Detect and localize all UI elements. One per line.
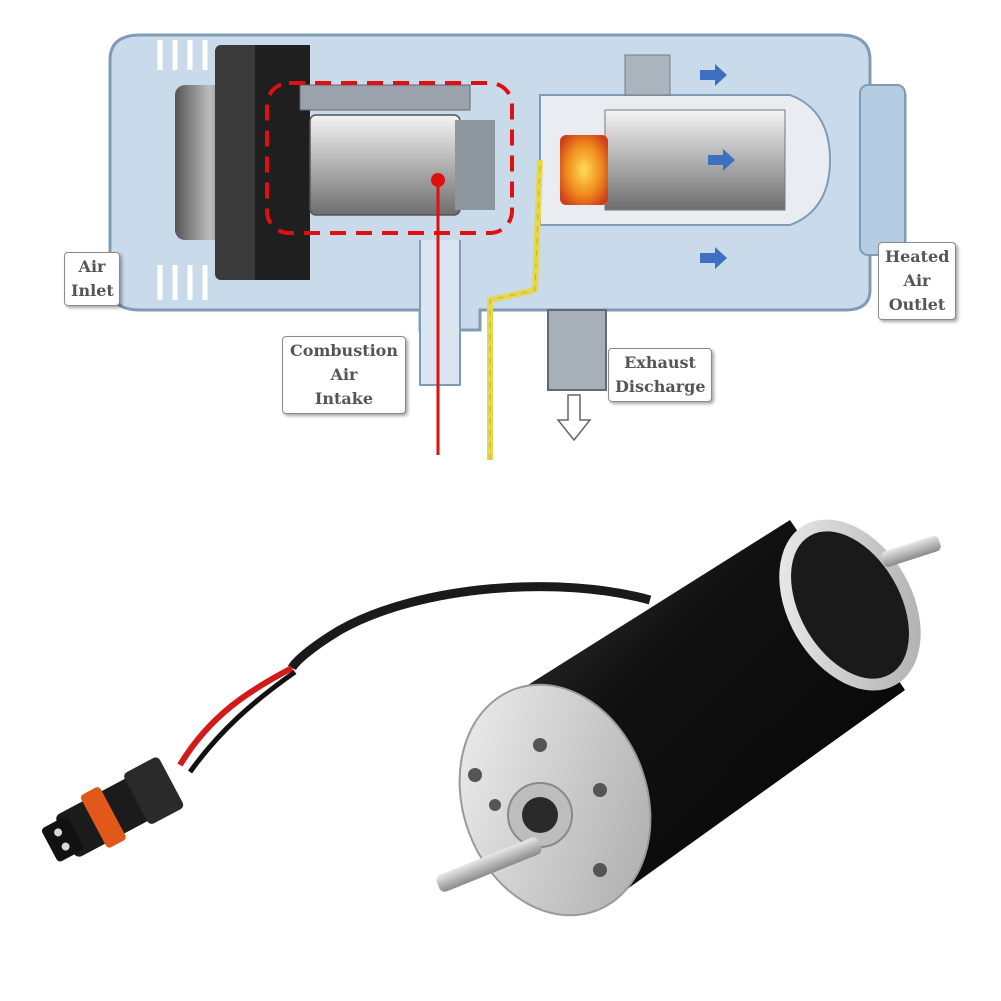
black-cable	[287, 582, 652, 671]
rear-shaft	[881, 535, 941, 567]
mount-hole	[489, 799, 501, 811]
connector-seal-ring	[80, 787, 126, 848]
motor-product-photo	[41, 519, 941, 917]
mount-hole	[593, 783, 607, 797]
airflow-arrows	[700, 64, 735, 269]
glow-plug-flame	[560, 135, 608, 205]
intake-pipe	[419, 240, 461, 386]
heater-cutaway-diagram	[108, 33, 907, 460]
air-inlet-vents	[157, 40, 208, 300]
front-shaft	[436, 837, 542, 892]
motor-highlight-box	[265, 81, 514, 235]
mount-hole	[593, 863, 607, 877]
mount-hole	[533, 738, 547, 752]
exhaust-pipe	[547, 309, 607, 391]
exhaust-arrow	[556, 394, 592, 442]
black-wire	[187, 669, 297, 774]
outlet-flange	[859, 84, 906, 256]
red-wire	[177, 665, 294, 767]
mount-hole	[468, 768, 482, 782]
connector	[41, 757, 184, 862]
